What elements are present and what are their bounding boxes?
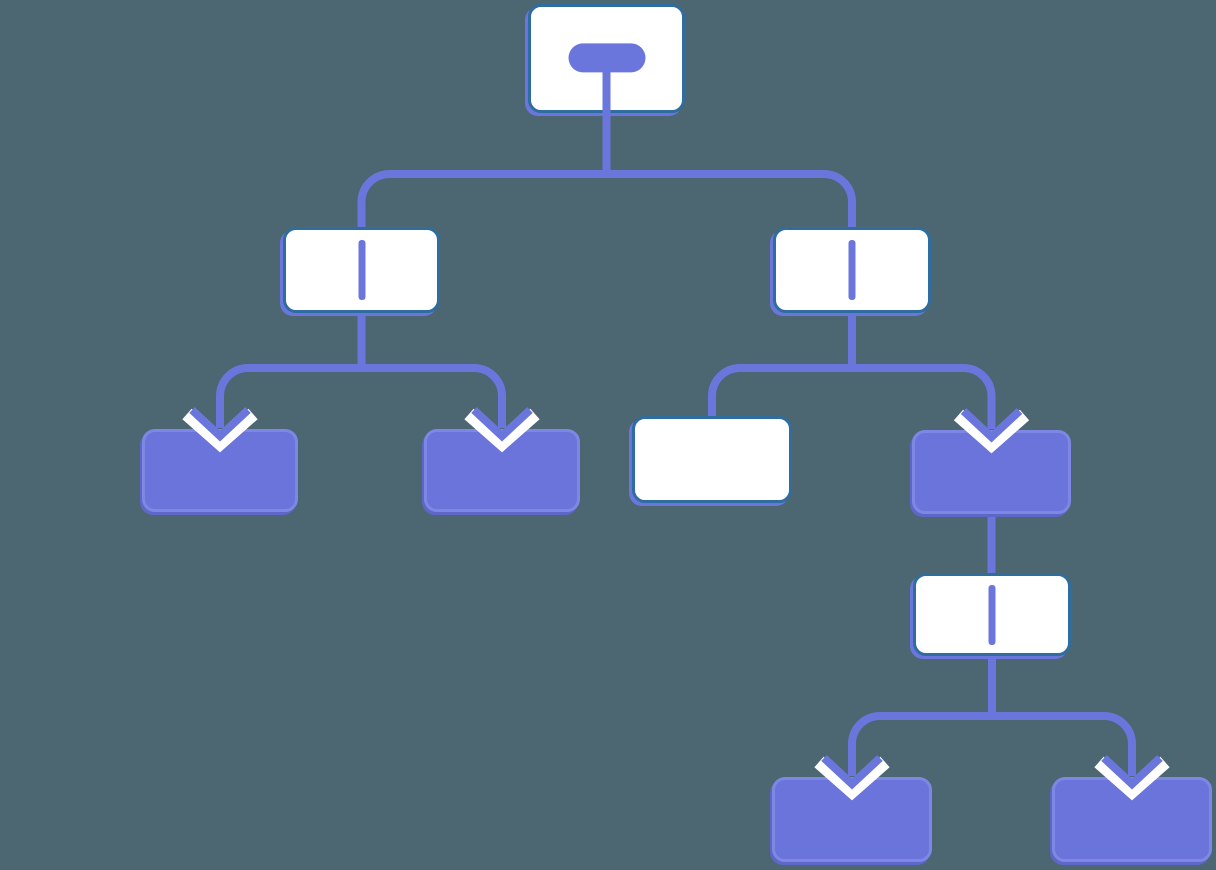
vertical-divider-icon xyxy=(988,584,996,645)
collapsed-content-pill-icon xyxy=(568,42,645,72)
connector-branch xyxy=(848,712,1136,765)
collapsed-node-4[interactable] xyxy=(772,777,932,862)
collapsed-node-3[interactable] xyxy=(912,430,1071,514)
connector-branch xyxy=(216,364,506,417)
collapsed-node-2[interactable] xyxy=(424,429,580,512)
vertical-divider-icon xyxy=(848,240,856,300)
collapsed-node-5[interactable] xyxy=(1052,777,1212,862)
branch-node-left[interactable] xyxy=(283,227,440,313)
branch-node-right[interactable] xyxy=(773,227,931,313)
vertical-divider-icon xyxy=(358,240,365,300)
collapsed-node-1[interactable] xyxy=(142,429,298,512)
root-node[interactable] xyxy=(528,4,685,113)
branch-node-bottom[interactable] xyxy=(913,573,1071,656)
empty-node[interactable] xyxy=(632,416,792,503)
connector-branch xyxy=(708,364,996,420)
